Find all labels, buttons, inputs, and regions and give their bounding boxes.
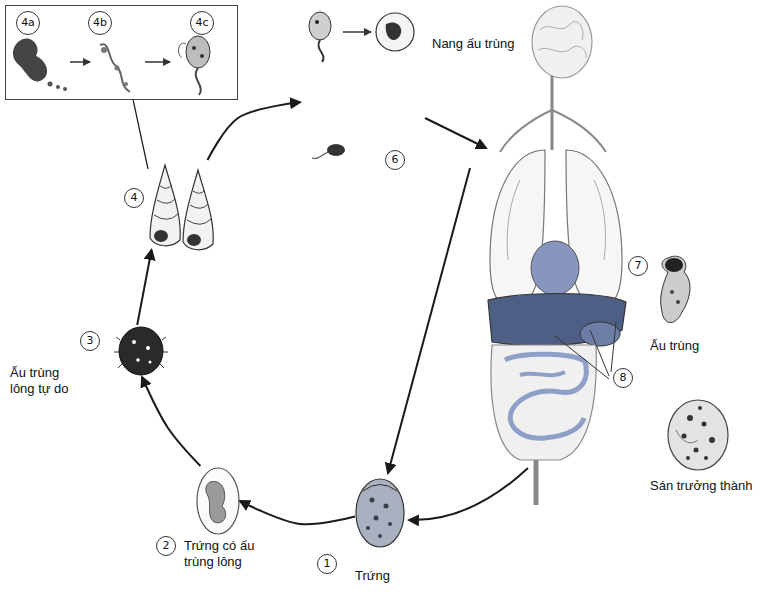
redia-drawing — [100, 44, 130, 92]
larva-stage: 7Ấu trùng — [655, 252, 695, 332]
callout-number: 4 — [124, 188, 144, 208]
callout-number: 1 — [317, 554, 337, 574]
snail-drawing — [150, 165, 213, 250]
miracidium-stage: 3Ấu trùng lông tự do — [118, 325, 166, 377]
cycle-arrow — [208, 102, 301, 160]
callout-number: 2 — [156, 536, 176, 556]
callout-number: 4b — [88, 11, 112, 35]
callout-number: 4a — [16, 11, 40, 35]
miracidium-drawing — [114, 327, 168, 375]
embryonated-egg-stage: 2Trứng có ấu trùng lông — [196, 466, 240, 536]
leader-line — [555, 322, 616, 379]
stage-arrow — [145, 61, 170, 63]
snail-stage: 4 — [148, 160, 218, 250]
cyst-stage: Nang ấu trùng6 — [300, 8, 420, 160]
callout-connector — [133, 100, 148, 169]
larva-drawing — [661, 256, 690, 322]
adult-stage: 8Sán trưởng thành — [665, 398, 731, 472]
adult-fluke-drawing — [668, 400, 728, 470]
stage-label: Trứng có ấu trùng lông — [184, 538, 279, 571]
stage-label: Ấu trùng — [650, 338, 699, 354]
cycle-arrow — [409, 468, 528, 520]
sporocyst-drawing — [13, 39, 67, 91]
callout-number: 4c — [190, 11, 214, 35]
cycle-arrow — [388, 168, 470, 473]
stage-arrow — [343, 31, 371, 33]
egg-drawing — [356, 479, 404, 547]
callout-number: 3 — [80, 331, 100, 351]
infection-arrow — [425, 118, 486, 148]
egg-stage: 1Trứng — [355, 478, 405, 548]
stage-arrow — [70, 61, 90, 63]
callout-number: 7 — [628, 256, 648, 276]
stage-label: Trứng — [355, 568, 390, 584]
human-body-drawing — [488, 6, 626, 505]
cycle-arrow — [142, 377, 200, 466]
callout-number: 6 — [385, 150, 405, 170]
cycle-arrow — [137, 250, 151, 325]
stage-label: Ấu trùng lông tự do — [10, 365, 82, 398]
embryonated-egg-drawing — [197, 468, 239, 534]
stage-label: Nang ấu trùng — [432, 36, 514, 52]
inset-box: 4a 4b 4c — [5, 5, 238, 100]
cycle-arrow — [240, 501, 355, 524]
cyst-drawing — [309, 12, 414, 159]
cercaria-drawing — [179, 36, 210, 95]
callout-number: 8 — [613, 368, 633, 388]
stage-label: Sán trưởng thành — [650, 478, 753, 494]
